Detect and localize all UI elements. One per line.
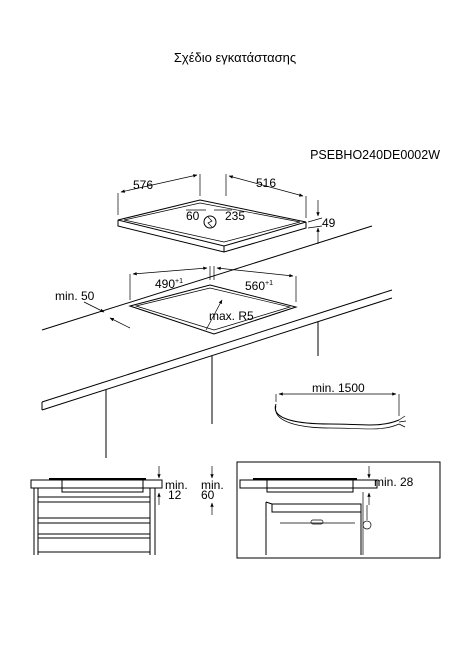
cable-drawing	[274, 392, 407, 430]
left-section-drawing	[30, 478, 163, 555]
connection-right-label: 235	[225, 209, 245, 223]
countertop-drawing	[41, 225, 393, 458]
cutout-depth-dimension	[213, 266, 297, 302]
right-clearance-label: min. 28	[374, 475, 414, 489]
hob-width-dimension	[117, 174, 201, 215]
right-section-drawing	[236, 461, 441, 559]
hob-height-dimension	[307, 200, 323, 244]
clearance-value-a: 12	[168, 488, 182, 502]
cutout-width-dimension	[129, 266, 211, 300]
left-clearance-dimensions	[157, 466, 214, 515]
model-code: PSEBHO240DE0002W	[310, 148, 440, 162]
front-clearance-label: min. 50	[55, 289, 95, 303]
hob-depth-dimension	[225, 174, 307, 218]
corner-radius-label: max. R5	[209, 309, 254, 323]
clearance-min-label-b: min.	[201, 478, 224, 492]
page-title: Σχέδιο εγκατάστασης	[173, 50, 297, 65]
cutout-depth-label: 560+1	[245, 279, 273, 293]
cutout-width-label: 490+1	[155, 277, 183, 291]
power-connection-icon	[203, 215, 217, 229]
clearance-value-b: 60	[201, 488, 215, 502]
hob-height-label: 49	[322, 216, 336, 230]
connection-left-label: 60	[186, 209, 200, 223]
hob-width-label: 576	[133, 178, 153, 192]
front-clearance-dimension	[83, 301, 131, 329]
clearance-min-label-a: min.	[165, 478, 188, 492]
cable-length-label: min. 1500	[312, 381, 365, 395]
hob-depth-label: 516	[256, 176, 276, 190]
hob-drawing	[117, 199, 307, 253]
